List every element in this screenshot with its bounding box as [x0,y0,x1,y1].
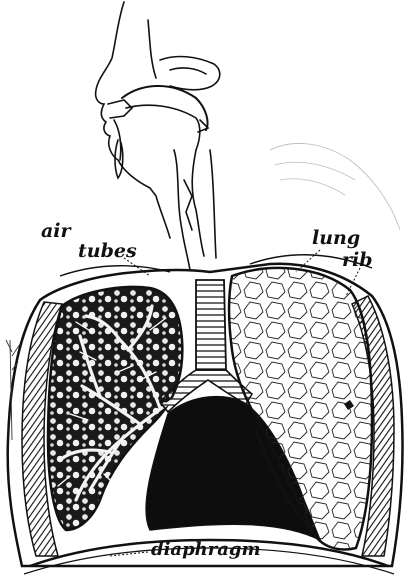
label-lung: lung [312,229,360,248]
trachea [196,280,226,370]
label-air-tubes-line2: tubes [78,242,137,261]
head-profile [96,2,220,270]
label-rib: rib [342,251,373,270]
label-diaphragm: diaphragm [151,541,261,559]
label-air-tubes-line1: air [41,222,71,241]
shoulder-shading [270,143,400,230]
